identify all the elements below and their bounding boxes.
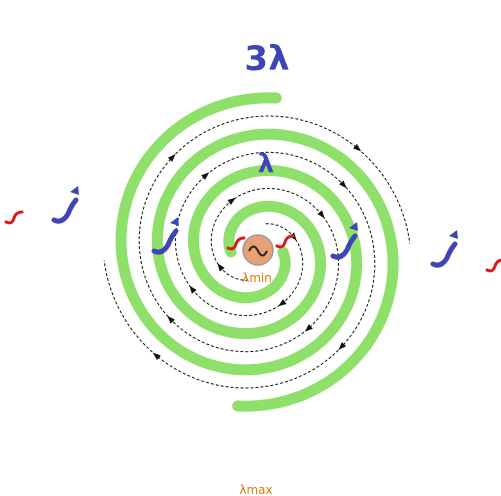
path-arrow-icon: [227, 197, 236, 205]
path-arrows: [152, 143, 362, 361]
path-arrow-icon: [304, 324, 313, 332]
current-path-2: [103, 151, 376, 389]
current-paths: [103, 115, 411, 389]
path-arrow-icon: [339, 180, 347, 189]
spiral-arm-2: [151, 128, 399, 412]
path-arrow-icon: [338, 342, 347, 350]
blue-wave-arrow-icon: [170, 217, 179, 226]
path-arrow-icon: [353, 143, 362, 152]
path-arrow-icon: [201, 172, 210, 180]
blue-wave-icon: [151, 228, 179, 255]
spiral-arm-1: [115, 92, 363, 376]
path-arrow-icon: [167, 315, 175, 324]
wave-markers: [4, 186, 501, 273]
blue-wave-arrow-icon: [449, 230, 458, 239]
red-wave-icon: [275, 234, 295, 249]
path-arrow-icon: [167, 154, 176, 162]
source: [242, 234, 274, 266]
path-arrow-icon: [278, 299, 287, 307]
blue-wave-arrow-icon: [70, 186, 79, 195]
lambda-min-label: λmin: [242, 271, 272, 285]
path-arrow-icon: [189, 285, 197, 294]
lambda-label: λ: [258, 149, 274, 179]
red-wave-icon: [485, 258, 501, 273]
blue-wave-icon: [330, 233, 358, 260]
red-wave-icon: [4, 210, 24, 225]
source-wave-glyph: [248, 245, 268, 257]
red-wave-icon: [226, 236, 246, 251]
spiral-arms: [115, 92, 399, 412]
path-arrow-icon: [217, 263, 225, 272]
path-arrow-icon: [317, 210, 325, 219]
blue-wave-icon: [51, 197, 79, 224]
lambda-max-label: λmax: [239, 483, 272, 496]
current-path-1: [138, 115, 411, 353]
path-arrow-icon: [152, 352, 161, 361]
blue-wave-icon: [430, 241, 458, 268]
blue-wave-arrow-icon: [349, 222, 358, 231]
three-lambda-label: 3λ: [244, 39, 289, 79]
